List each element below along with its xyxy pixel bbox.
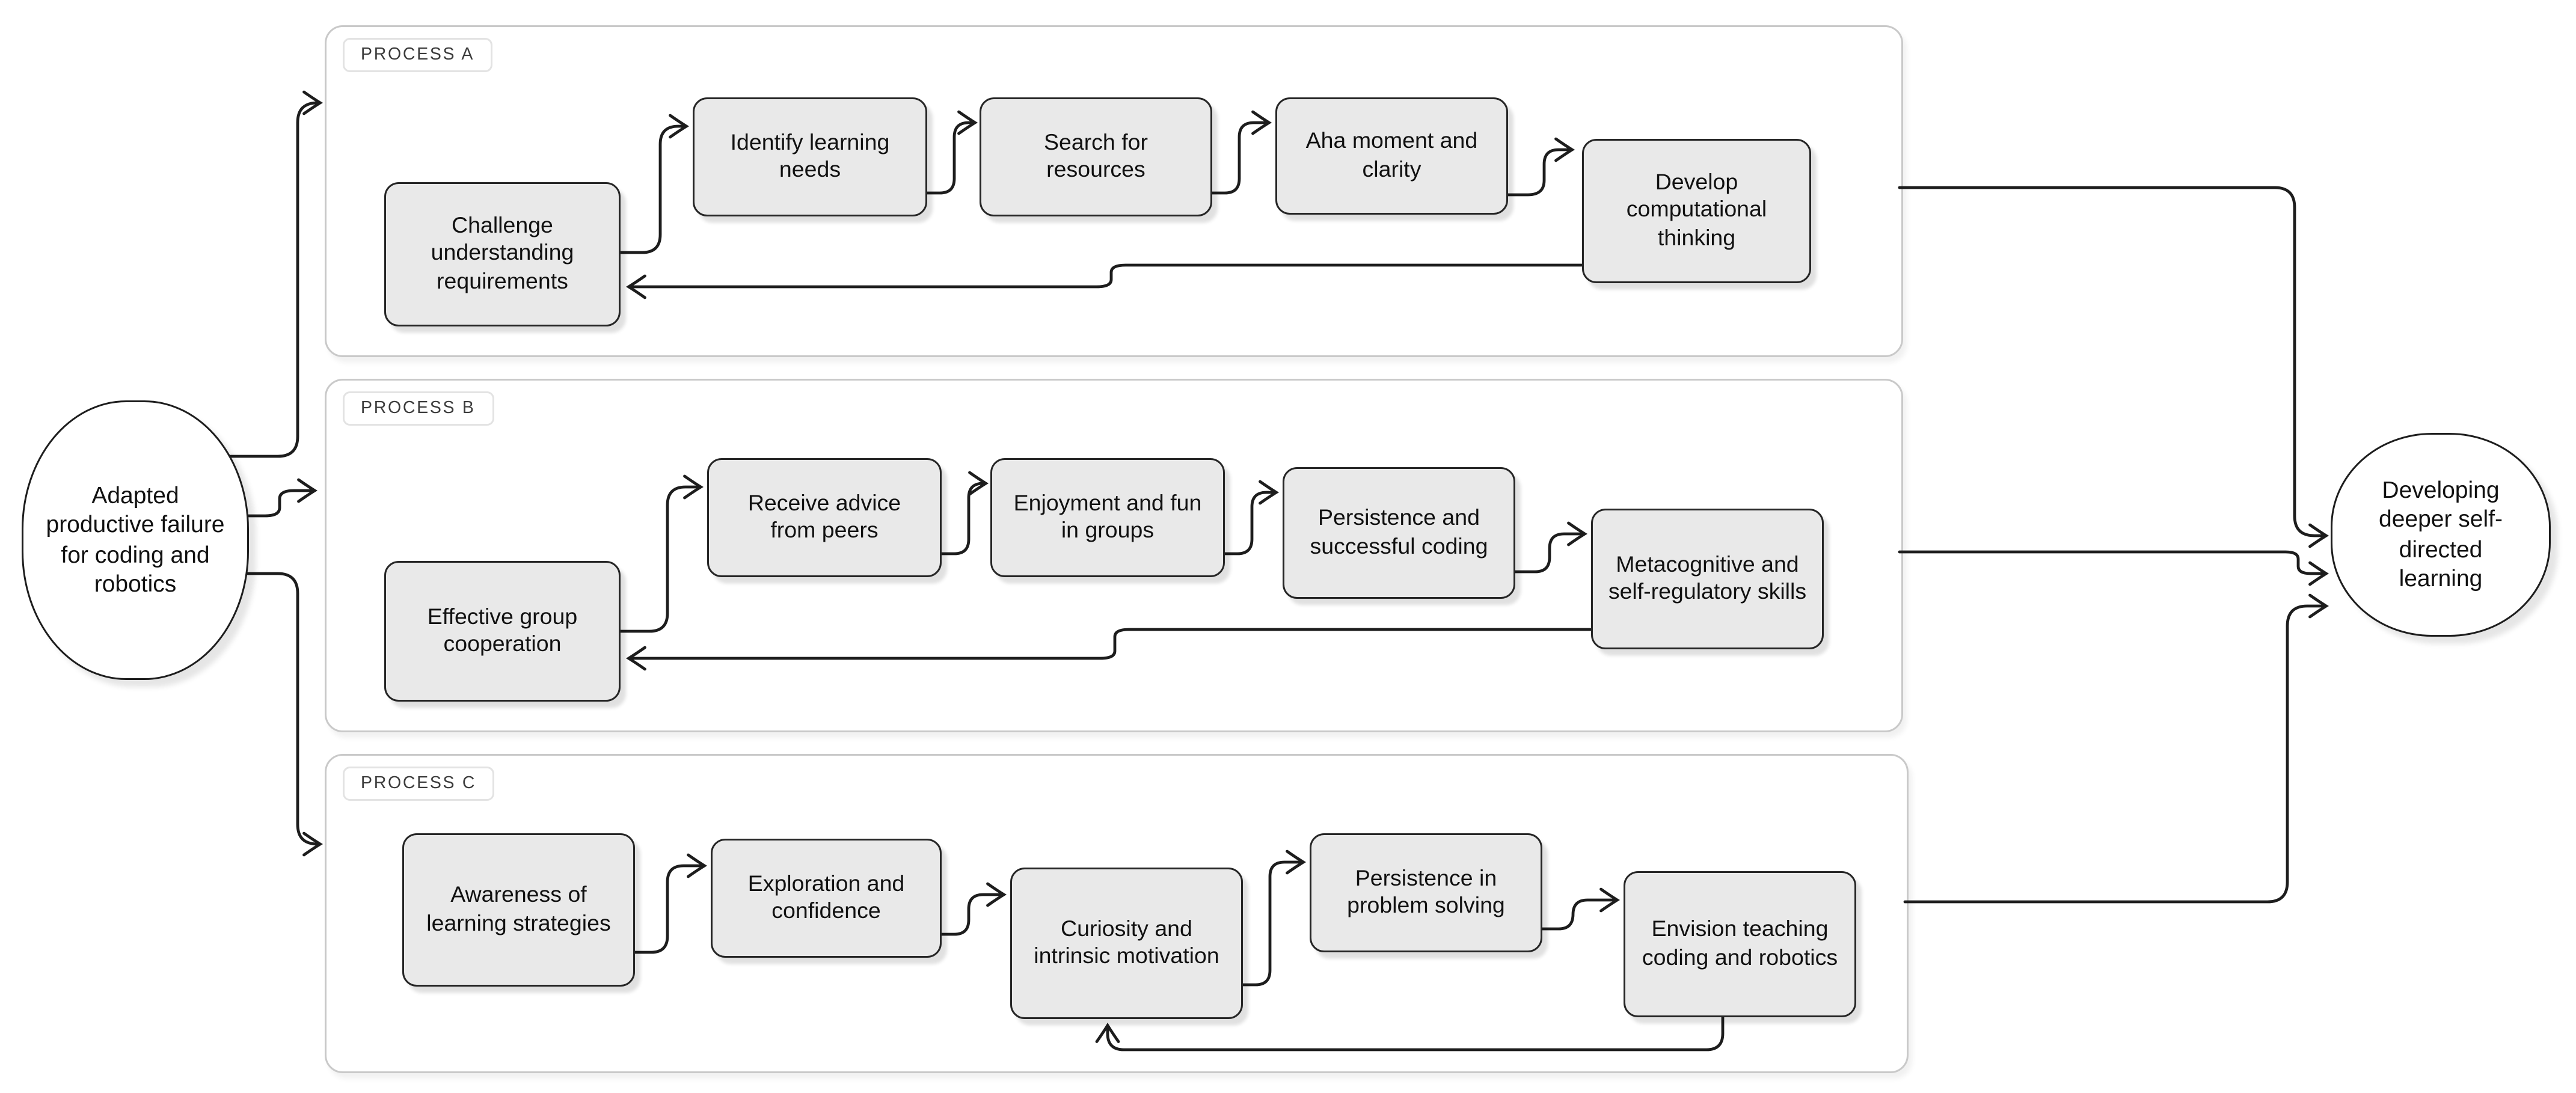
node-label: Metacognitive and self-regulatory skills xyxy=(1608,551,1807,604)
connector-c-curiosity-to-persistence xyxy=(1241,850,1307,987)
output-node: Developing deeper self-directed learning xyxy=(2331,433,2551,637)
process-a-label: PROCESS A xyxy=(343,38,493,72)
input-node-label: Adapted productive failure for coding an… xyxy=(46,482,225,597)
connector-c-feedback-envision-to-curiosity xyxy=(1095,1015,1725,1052)
node-label: Curiosity and intrinsic motivation xyxy=(1034,916,1219,969)
node-metacognitive-self-regulatory: Metacognitive and self-regulatory skills xyxy=(1591,509,1824,649)
node-challenge-understanding: Challenge understanding requirements xyxy=(384,182,621,326)
node-label: Challenge understanding requirements xyxy=(431,213,574,293)
node-label: Search for resources xyxy=(1043,129,1148,182)
node-exploration-confidence: Exploration and confidence xyxy=(711,839,942,958)
connector-process-b-to-output xyxy=(1898,550,2329,586)
connector-b-enjoyment-to-persistence xyxy=(1223,480,1280,556)
node-label: Effective group cooperation xyxy=(427,604,578,657)
output-node-label: Developing deeper self-directed learning xyxy=(2379,476,2503,592)
connector-input-to-process-c xyxy=(229,572,324,857)
connector-a-search-to-aha xyxy=(1210,110,1272,195)
node-label: Envision teaching coding and robotics xyxy=(1642,916,1838,970)
node-label: Persistence in problem solving xyxy=(1347,865,1505,918)
connector-c-exploration-to-curiosity xyxy=(940,882,1007,936)
connector-input-to-process-b xyxy=(235,478,318,518)
input-node: Adapted productive failure for coding an… xyxy=(22,400,249,680)
connector-process-a-to-output xyxy=(1898,186,2329,548)
process-c-label: PROCESS C xyxy=(343,767,495,801)
connector-b-effective-to-receive xyxy=(619,474,704,633)
node-envision-teaching: Envision teaching coding and robotics xyxy=(1624,871,1856,1017)
node-label: Enjoyment and fun in groups xyxy=(1013,490,1202,543)
node-label: Aha moment and clarity xyxy=(1305,128,1478,182)
node-search-for-resources: Search for resources xyxy=(980,97,1212,216)
node-label: Develop computational thinking xyxy=(1626,170,1767,250)
connector-a-identify-to-search xyxy=(925,110,978,195)
connector-input-to-process-a xyxy=(229,90,324,458)
node-label: Awareness of learning strategies xyxy=(426,882,611,935)
connector-b-persistence-to-metacognitive xyxy=(1513,521,1588,574)
connector-c-persistence-to-envision xyxy=(1541,887,1621,931)
node-label: Identify learning needs xyxy=(730,129,890,182)
connector-process-c-to-output xyxy=(1903,593,2329,904)
node-awareness-learning-strategies: Awareness of learning strategies xyxy=(402,833,635,987)
connector-b-feedback-metacognitive-to-effective xyxy=(625,628,1593,671)
connector-b-receive-to-enjoyment xyxy=(940,471,989,556)
node-persistence-problem-solving: Persistence in problem solving xyxy=(1310,833,1542,952)
node-label: Receive advice from peers xyxy=(747,490,901,543)
node-aha-moment: Aha moment and clarity xyxy=(1275,97,1508,215)
node-label: Persistence and successful coding xyxy=(1310,505,1488,559)
connector-a-challenge-to-identify xyxy=(612,114,690,254)
node-receive-advice-from-peers: Receive advice from peers xyxy=(707,458,942,577)
connector-c-awareness-to-exploration xyxy=(633,853,708,954)
node-enjoyment-and-fun: Enjoyment and fun in groups xyxy=(990,458,1225,577)
node-curiosity-intrinsic-motivation: Curiosity and intrinsic motivation xyxy=(1010,868,1243,1019)
node-persistence-successful-coding: Persistence and successful coding xyxy=(1283,467,1515,599)
connector-a-aha-to-develop xyxy=(1506,137,1575,197)
node-effective-group-cooperation: Effective group cooperation xyxy=(384,561,621,702)
node-develop-computational-thinking: Develop computational thinking xyxy=(1582,139,1811,283)
node-label: Exploration and confidence xyxy=(747,871,905,923)
node-identify-learning-needs: Identify learning needs xyxy=(693,97,927,216)
connector-a-feedback-develop-to-challenge xyxy=(625,263,1584,299)
process-b-label: PROCESS B xyxy=(343,391,494,426)
